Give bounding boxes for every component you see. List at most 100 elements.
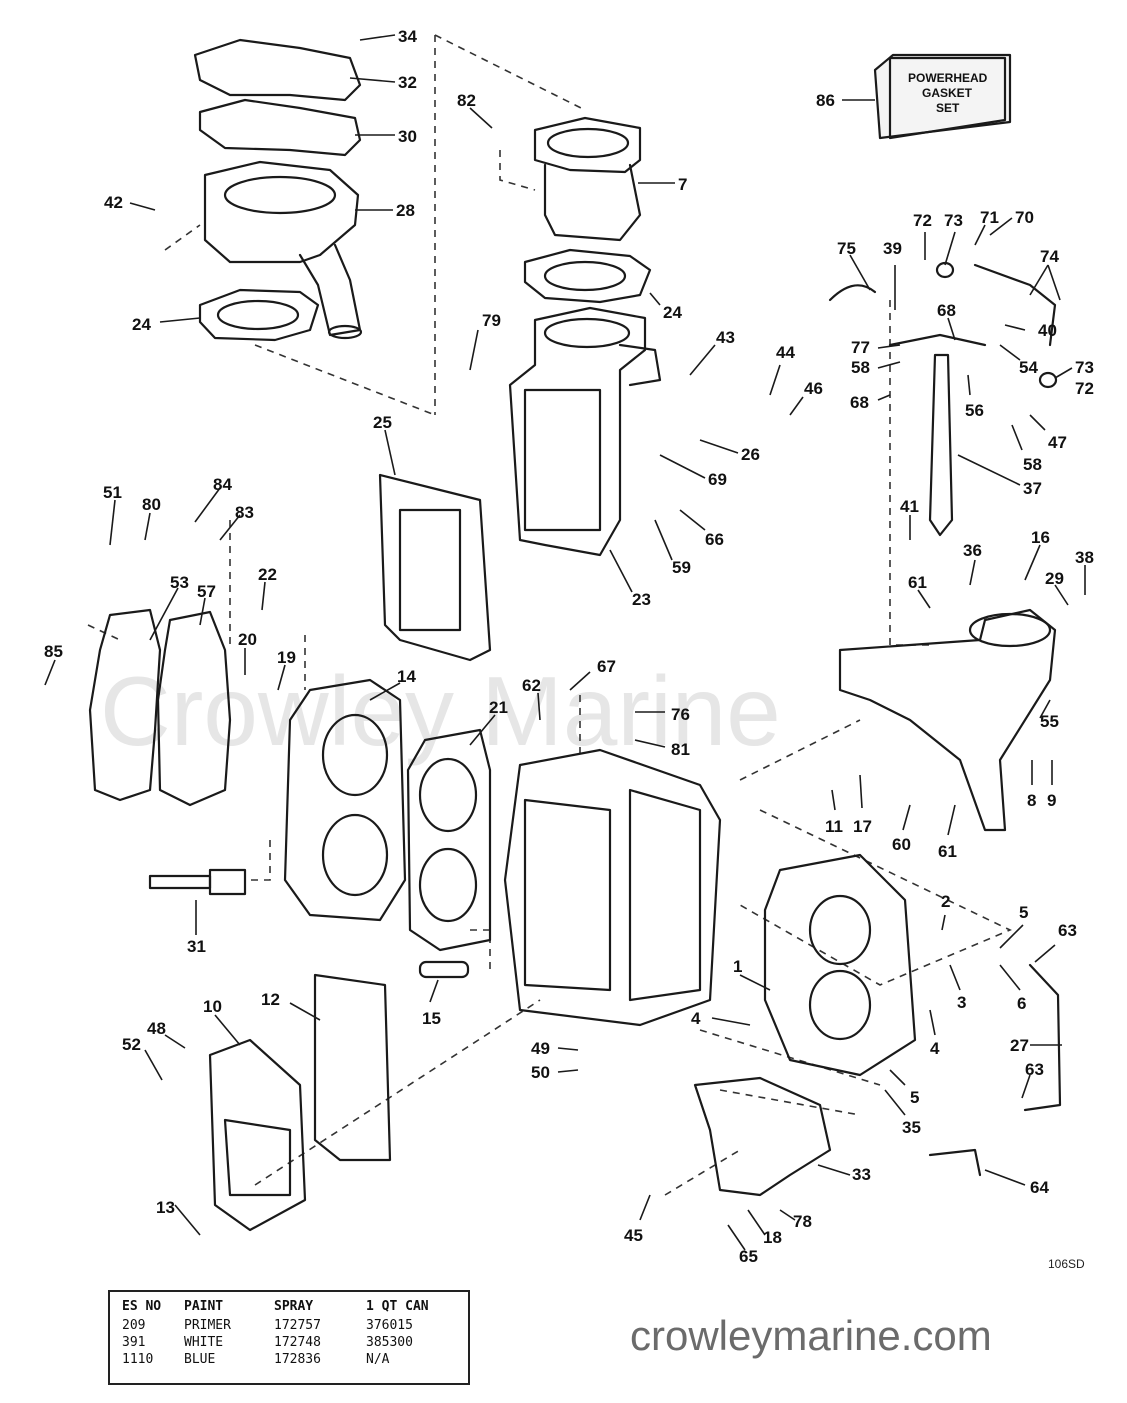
callout-61: 61 xyxy=(938,842,957,861)
callout-34: 34 xyxy=(398,27,417,46)
callout-4: 4 xyxy=(930,1039,940,1058)
cell-qt-can: 376015 xyxy=(366,1318,413,1333)
callout-69: 69 xyxy=(708,470,727,489)
callout-7: 7 xyxy=(678,175,687,194)
gasket-set-box-86: POWERHEAD GASKET SET xyxy=(873,53,1012,140)
callout-86: 86 xyxy=(816,91,835,110)
cell-qt-can: 385300 xyxy=(366,1335,413,1350)
callout-73: 73 xyxy=(944,211,963,230)
callout-10: 10 xyxy=(203,997,222,1016)
callout-29: 29 xyxy=(1045,569,1064,588)
callout-67: 67 xyxy=(597,657,616,676)
cell-spray: 172836 xyxy=(274,1352,321,1367)
callout-54: 54 xyxy=(1019,358,1038,377)
callout-57: 57 xyxy=(197,582,216,601)
callout-53: 53 xyxy=(170,573,189,592)
callout-82: 82 xyxy=(457,91,476,110)
paint-table: ES NO PAINT SPRAY 1 QT CAN 209 PRIMER 17… xyxy=(108,1290,470,1385)
gasket-25 xyxy=(378,473,492,662)
callout-42: 42 xyxy=(104,193,123,212)
callout-35: 35 xyxy=(902,1118,921,1137)
header-es-no: ES NO xyxy=(122,1299,162,1314)
callout-37: 37 xyxy=(1023,479,1042,498)
callout-66: 66 xyxy=(705,530,724,549)
callout-28: 28 xyxy=(396,201,415,220)
callout-23: 23 xyxy=(632,590,651,609)
header-qt-can: 1 QT CAN xyxy=(366,1299,429,1314)
cell-paint: BLUE xyxy=(184,1352,216,1367)
spark-plug-31 xyxy=(148,868,247,896)
callout-20: 20 xyxy=(238,630,257,649)
callout-74: 74 xyxy=(1040,247,1059,266)
gasket-12 xyxy=(313,973,392,1162)
callout-1: 1 xyxy=(733,957,742,976)
drawing-code: 106SD xyxy=(1048,1257,1085,1271)
callout-27: 27 xyxy=(1010,1036,1029,1055)
callout-24: 24 xyxy=(663,303,682,322)
bracket-33 xyxy=(693,1076,832,1197)
callout-78: 78 xyxy=(793,1212,812,1231)
callout-80: 80 xyxy=(142,495,161,514)
cell-spray: 172757 xyxy=(274,1318,321,1333)
callout-81: 81 xyxy=(671,740,690,759)
callout-2: 2 xyxy=(941,892,950,911)
paint-table-row: 209 PRIMER 172757 376015 xyxy=(122,1317,458,1334)
header-paint: PAINT xyxy=(184,1299,224,1314)
cylinder-head-14 xyxy=(283,678,407,922)
callout-72: 72 xyxy=(913,211,932,230)
callout-63: 63 xyxy=(1025,1060,1044,1079)
callout-31: 31 xyxy=(187,937,206,956)
cell-qt-can: N/A xyxy=(366,1352,390,1367)
header-spray: SPRAY xyxy=(274,1299,314,1314)
callout-65: 65 xyxy=(739,1247,758,1266)
callout-72: 72 xyxy=(1075,379,1094,398)
callout-26: 26 xyxy=(741,445,760,464)
callout-52: 52 xyxy=(122,1035,141,1054)
callout-58: 58 xyxy=(1023,455,1042,474)
paint-table-row: 1110 BLUE 172836 N/A xyxy=(122,1351,458,1368)
hose-27 xyxy=(1023,963,1062,1112)
cell-spray: 172748 xyxy=(274,1335,321,1350)
callout-60: 60 xyxy=(892,835,911,854)
cell-paint: WHITE xyxy=(184,1335,224,1350)
callout-62: 62 xyxy=(522,676,541,695)
gasket-box-line3: SET xyxy=(936,101,960,115)
cell-es-no: 209 xyxy=(122,1318,146,1333)
callout-9: 9 xyxy=(1047,791,1056,810)
callout-75: 75 xyxy=(837,239,856,258)
hose-64 xyxy=(928,1148,982,1177)
callout-15: 15 xyxy=(422,1009,441,1028)
callout-16: 16 xyxy=(1031,528,1050,547)
callout-50: 50 xyxy=(531,1063,550,1082)
cell-es-no: 391 xyxy=(122,1335,146,1350)
callout-41: 41 xyxy=(900,497,919,516)
callout-76: 76 xyxy=(671,705,690,724)
callout-32: 32 xyxy=(398,73,417,92)
callout-39: 39 xyxy=(883,239,902,258)
leader-lines xyxy=(44,34,1086,1251)
callout-46: 46 xyxy=(804,379,823,398)
gasket-box-line2: GASKET xyxy=(922,86,973,100)
callout-21: 21 xyxy=(489,698,508,717)
callout-6: 6 xyxy=(1017,994,1026,1013)
callout-58: 58 xyxy=(851,358,870,377)
callout-73: 73 xyxy=(1075,358,1094,377)
callout-48: 48 xyxy=(147,1019,166,1038)
site-url-text: crowleymarine.com xyxy=(630,1312,992,1359)
callout-64: 64 xyxy=(1030,1178,1049,1197)
callout-49: 49 xyxy=(531,1039,550,1058)
callout-61: 61 xyxy=(908,573,927,592)
callout-11: 11 xyxy=(825,817,843,836)
exhaust-housing-23 xyxy=(508,306,662,557)
paint-table-header: ES NO PAINT SPRAY 1 QT CAN xyxy=(122,1298,458,1315)
gasket-box-line1: POWERHEAD xyxy=(908,71,988,85)
callout-56: 56 xyxy=(965,401,984,420)
callout-43: 43 xyxy=(716,328,735,347)
callout-55: 55 xyxy=(1040,712,1059,731)
callout-5: 5 xyxy=(910,1088,919,1107)
dowel-15 xyxy=(418,960,470,979)
callout-63: 63 xyxy=(1058,921,1077,940)
exhaust-cover-28 xyxy=(203,160,363,340)
cell-paint: PRIMER xyxy=(184,1318,231,1333)
callout-22: 22 xyxy=(258,565,277,584)
